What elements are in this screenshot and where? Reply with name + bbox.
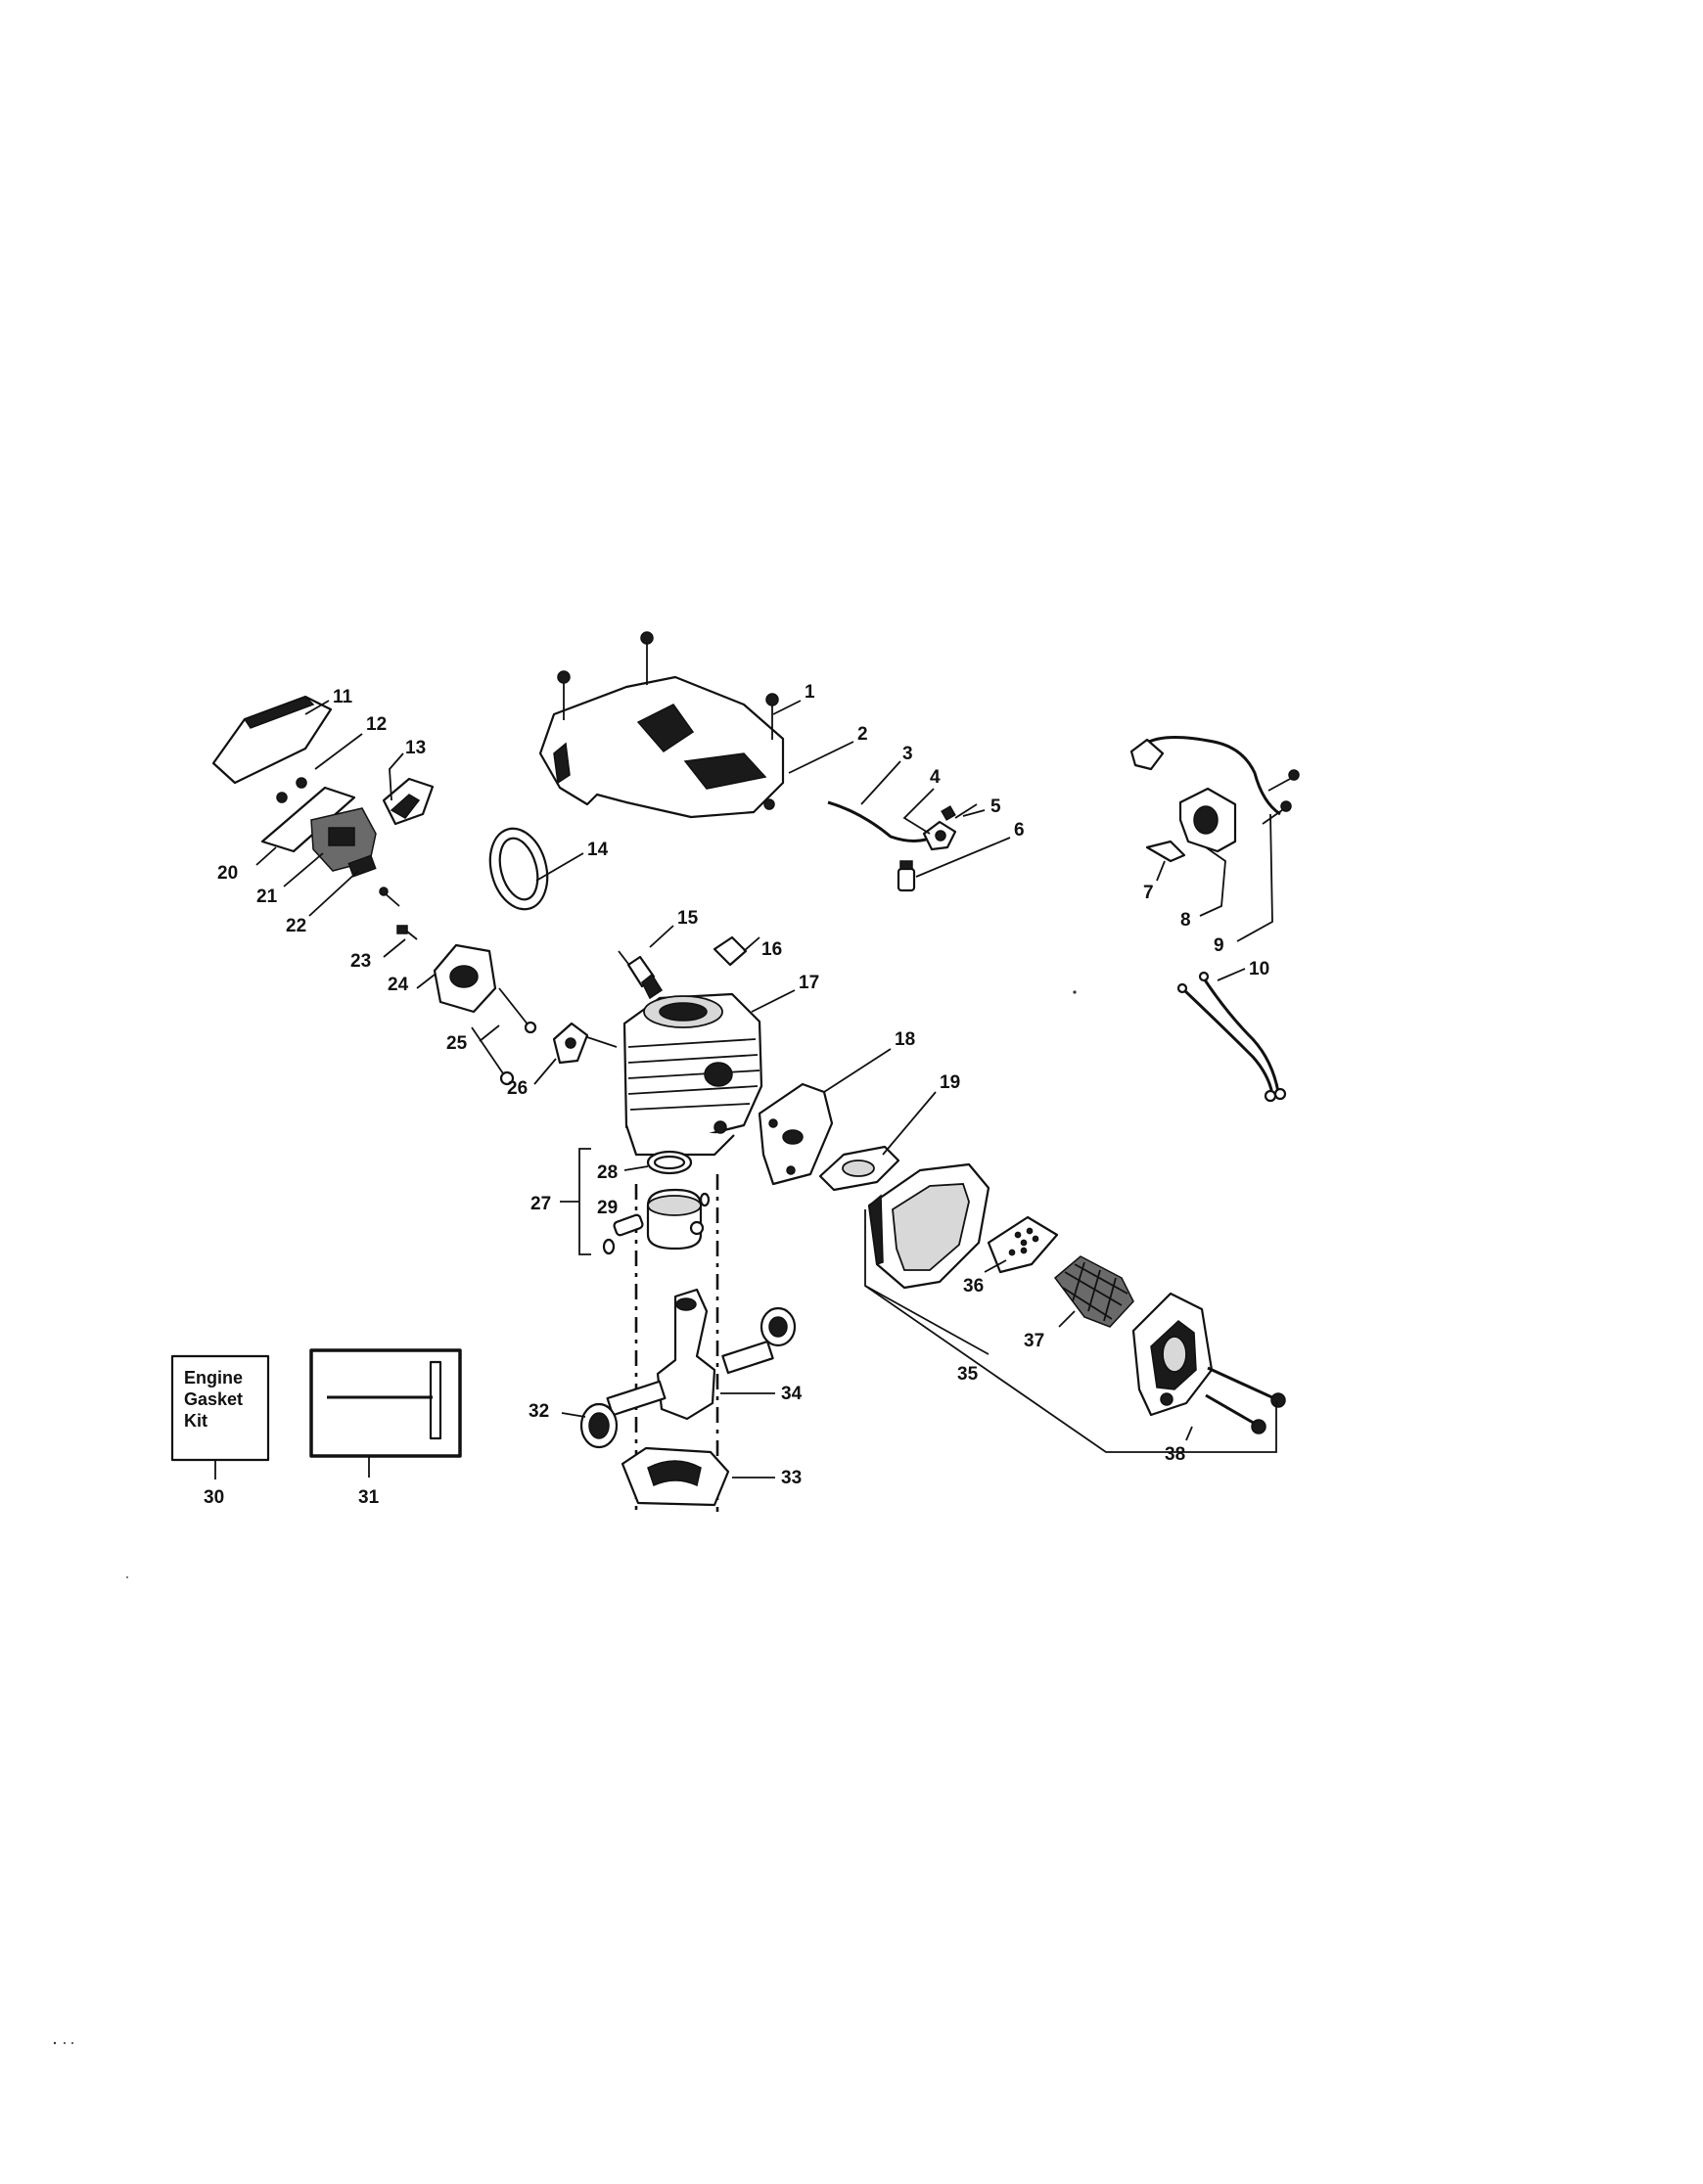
label-25: 25 bbox=[446, 1033, 468, 1054]
label-8: 8 bbox=[1180, 910, 1191, 931]
label-35: 35 bbox=[957, 1364, 979, 1385]
part-bearing-right bbox=[759, 1306, 797, 1347]
part-carburetor-group bbox=[260, 777, 435, 878]
part-17-cylinder bbox=[622, 992, 763, 1157]
label-27: 27 bbox=[530, 1194, 551, 1214]
part-intake-manifold bbox=[379, 887, 618, 1086]
gasket-kit-line1: Engine bbox=[184, 1368, 243, 1388]
part-11-filter-cover bbox=[211, 695, 333, 785]
gasket-kit-line2: Gasket bbox=[184, 1389, 243, 1409]
part-18-heat-shield bbox=[758, 1082, 834, 1186]
part-8-ignition-module bbox=[1129, 735, 1300, 863]
label-21: 21 bbox=[256, 887, 278, 907]
label-19: 19 bbox=[940, 1072, 960, 1093]
label-38: 38 bbox=[1165, 1444, 1185, 1465]
label-18: 18 bbox=[895, 1029, 915, 1050]
label-26: 26 bbox=[507, 1078, 528, 1099]
label-16: 16 bbox=[761, 939, 782, 960]
part-1-screws bbox=[557, 631, 779, 740]
part-15-spark-plug bbox=[618, 950, 664, 1000]
label-1: 1 bbox=[805, 682, 815, 703]
part-38-muffler-bolts bbox=[1205, 1366, 1286, 1434]
label-15: 15 bbox=[677, 908, 699, 929]
label-29: 29 bbox=[597, 1198, 618, 1218]
label-5: 5 bbox=[990, 796, 1001, 817]
scan-specks bbox=[53, 990, 1077, 2045]
label-14: 14 bbox=[587, 840, 609, 860]
label-7: 7 bbox=[1143, 883, 1154, 903]
label-10: 10 bbox=[1249, 959, 1269, 979]
part-muffler-cover bbox=[1131, 1292, 1214, 1417]
label-3: 3 bbox=[902, 744, 913, 764]
part-19-gasket bbox=[818, 1145, 900, 1192]
gasket-kit-line3: Kit bbox=[184, 1411, 207, 1431]
part-27-piston-kit bbox=[560, 1148, 711, 1255]
label-32: 32 bbox=[529, 1401, 549, 1422]
part-37-spark-screen bbox=[1053, 1255, 1134, 1328]
label-22: 22 bbox=[286, 916, 306, 936]
label-17: 17 bbox=[799, 973, 819, 993]
label-23: 23 bbox=[350, 951, 371, 972]
part-fuel-line-group bbox=[827, 800, 978, 892]
part-33-crankcase bbox=[621, 1446, 730, 1507]
part-10-wire-harness bbox=[1176, 971, 1287, 1103]
label-4: 4 bbox=[930, 767, 941, 788]
label-9: 9 bbox=[1214, 935, 1224, 956]
label-33: 33 bbox=[781, 1468, 802, 1488]
label-13: 13 bbox=[405, 738, 426, 758]
part-30-gasket-kit: Engine Gasket Kit bbox=[170, 1354, 270, 1479]
label-31: 31 bbox=[358, 1487, 380, 1508]
part-31-t-wrench bbox=[309, 1348, 462, 1478]
label-20: 20 bbox=[217, 863, 238, 884]
part-35-muffler bbox=[867, 1162, 990, 1290]
label-36: 36 bbox=[963, 1276, 984, 1297]
cylinder-fins bbox=[627, 1038, 760, 1111]
leader-lines bbox=[255, 700, 1277, 1479]
label-12: 12 bbox=[366, 714, 387, 735]
part-36-baffle bbox=[987, 1215, 1059, 1274]
part-34-crankshaft bbox=[606, 1288, 774, 1421]
label-11: 11 bbox=[333, 687, 353, 707]
part-16-plug-boot bbox=[713, 935, 748, 967]
label-34: 34 bbox=[781, 1384, 803, 1404]
label-37: 37 bbox=[1024, 1331, 1044, 1351]
part-32-bearing-left bbox=[579, 1402, 619, 1449]
label-2: 2 bbox=[857, 724, 868, 745]
label-30: 30 bbox=[204, 1487, 224, 1508]
label-28: 28 bbox=[597, 1162, 618, 1183]
label-6: 6 bbox=[1014, 820, 1025, 841]
part-number-labels: 1 2 3 4 5 6 7 8 9 10 11 12 13 14 15 16 1… bbox=[204, 682, 1269, 1508]
label-24: 24 bbox=[388, 975, 409, 995]
part-2-top-cover bbox=[538, 675, 785, 819]
part-14-intake-boot bbox=[488, 827, 549, 911]
